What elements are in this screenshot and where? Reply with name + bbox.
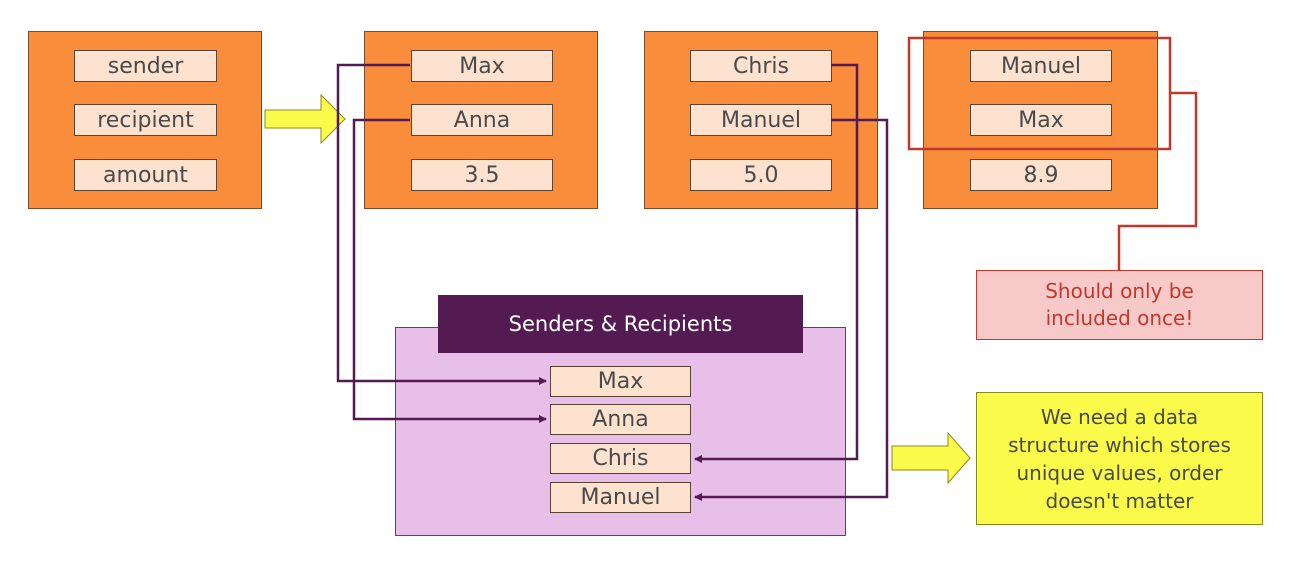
set-item-max: Max (550, 366, 691, 397)
duplicate-highlight-frame (907, 36, 1172, 151)
warning-line-2: included once! (1045, 306, 1194, 330)
transaction-1-amount: 3.5 (411, 159, 553, 191)
schema-field-sender: sender (74, 50, 217, 82)
set-item-anna: Anna (550, 404, 691, 435)
set-title: Senders & Recipients (438, 295, 803, 353)
connector-manuel (694, 118, 889, 501)
set-item-chris: Chris (550, 443, 691, 474)
transaction-1-sender: Max (411, 50, 553, 82)
schema-field-recipient: recipient (74, 104, 217, 136)
transaction-3-sender: Manuel (970, 50, 1112, 82)
schema-card: sender recipient amount (28, 31, 262, 209)
schema-to-transaction-arrow (264, 93, 346, 145)
transaction-2-sender: Chris (690, 50, 832, 82)
note-line-3: unique values, order (1016, 460, 1223, 485)
connector-chris (694, 63, 859, 463)
transaction-2-recipient: Manuel (690, 104, 832, 136)
schema-field-amount: amount (74, 159, 217, 191)
data-structure-note: We need a data structure which stores un… (976, 392, 1263, 525)
transaction-card-2: Chris Manuel 5.0 (644, 31, 878, 209)
duplicate-highlight-leader (1117, 91, 1198, 270)
warning-line-1: Should only be (1045, 279, 1194, 303)
transaction-2-amount: 5.0 (690, 159, 832, 191)
connector-max (336, 63, 547, 385)
note-line-4: doesn't matter (1045, 488, 1194, 513)
transaction-3-recipient: Max (970, 104, 1112, 136)
transaction-card-3: Manuel Max 8.9 (923, 31, 1158, 209)
note-line-1: We need a data (1040, 404, 1199, 429)
duplicate-warning-callout: Should only be included once! (976, 270, 1263, 340)
transaction-1-recipient: Anna (411, 104, 553, 136)
connector-anna (352, 118, 547, 423)
set-item-manuel: Manuel (550, 482, 691, 513)
set-to-note-arrow (891, 431, 971, 485)
note-line-2: structure which stores (1008, 432, 1231, 457)
transaction-3-amount: 8.9 (970, 159, 1112, 191)
